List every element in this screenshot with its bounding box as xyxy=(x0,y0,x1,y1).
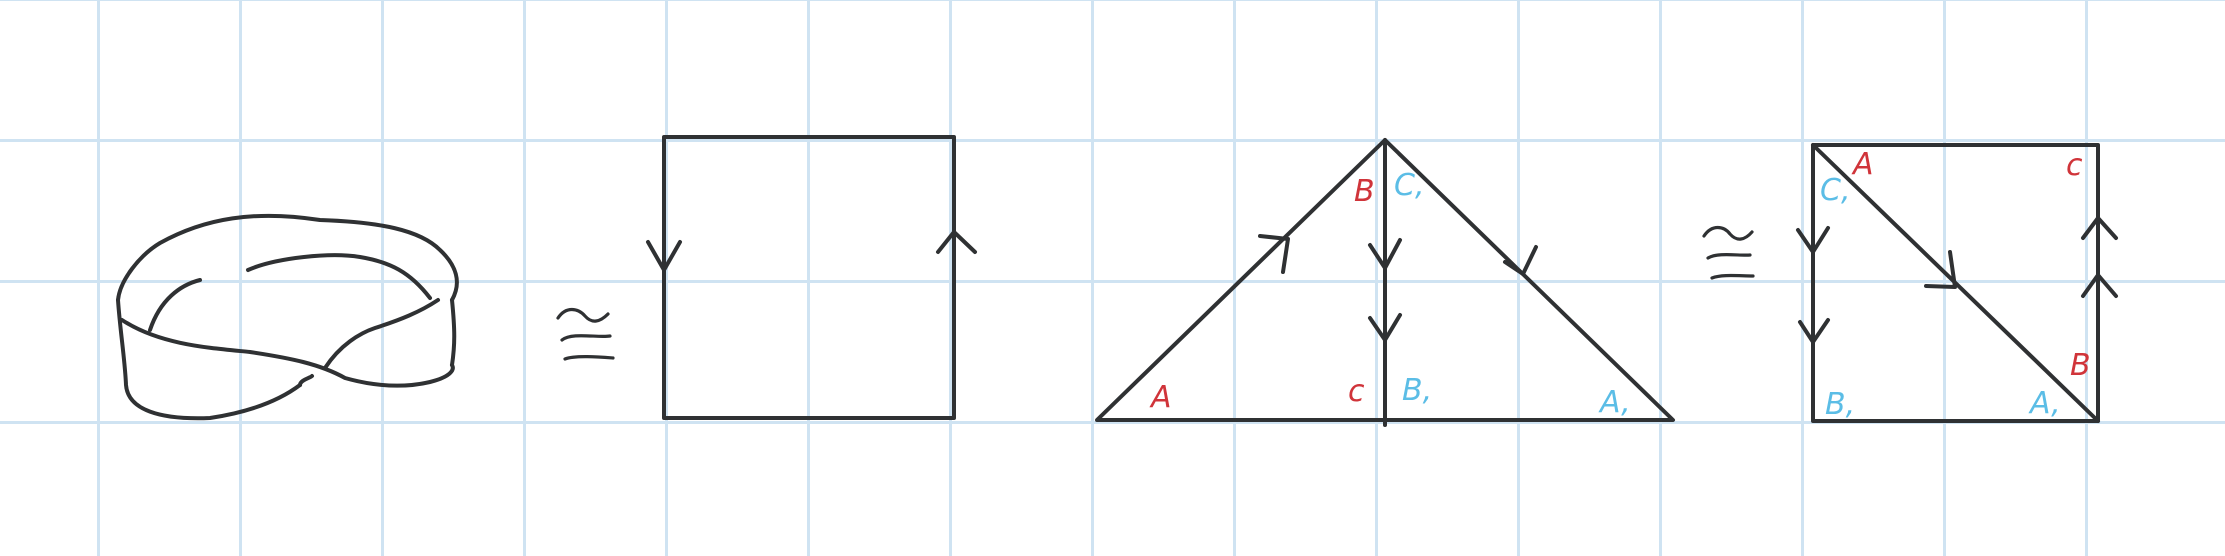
down-arrow-left-edge xyxy=(646,240,682,272)
label-tri-C-red: c xyxy=(1348,374,1365,409)
congruent-symbol-2 xyxy=(1702,225,1755,280)
square2-outline xyxy=(1811,143,2100,423)
congruent-symbol-1 xyxy=(556,307,615,361)
tick-diagonal xyxy=(1924,250,1957,289)
label-tri-C1: C, xyxy=(1394,168,1424,203)
label-tri-A1: A, xyxy=(1598,385,1631,420)
tick-right-edge xyxy=(1503,245,1538,276)
down-arrow-left-upper xyxy=(1796,226,1830,254)
down-arrow-upper-altitude xyxy=(1368,238,1402,270)
label-sq-A: A xyxy=(1851,147,1874,182)
label-tri-B: B xyxy=(1354,174,1375,209)
label-sq-C: c xyxy=(2066,148,2083,183)
down-arrow-lower-altitude xyxy=(1368,313,1402,342)
mobius-band-sketch xyxy=(116,213,459,421)
tick-left-edge xyxy=(1258,234,1290,274)
square-with-diagonal: A c B C, B, A, xyxy=(1796,143,2118,423)
square-identification xyxy=(646,135,977,420)
label-sq-B: B xyxy=(2070,348,2091,383)
triangle-diagram: A B c C, B, A, xyxy=(1095,138,1675,427)
label-sq-A1: A, xyxy=(2028,386,2061,421)
square-outline xyxy=(662,135,956,420)
down-arrow-left-lower xyxy=(1798,318,1830,344)
label-tri-A: A xyxy=(1149,380,1172,415)
up-arrow-right-edge xyxy=(936,230,977,254)
up-arrow-right-upper xyxy=(2081,216,2118,240)
label-sq-C1: C, xyxy=(1820,173,1850,208)
label-tri-B1: B, xyxy=(1402,373,1432,408)
up-arrow-right-lower xyxy=(2081,273,2118,298)
label-sq-B1: B, xyxy=(1825,387,1855,422)
